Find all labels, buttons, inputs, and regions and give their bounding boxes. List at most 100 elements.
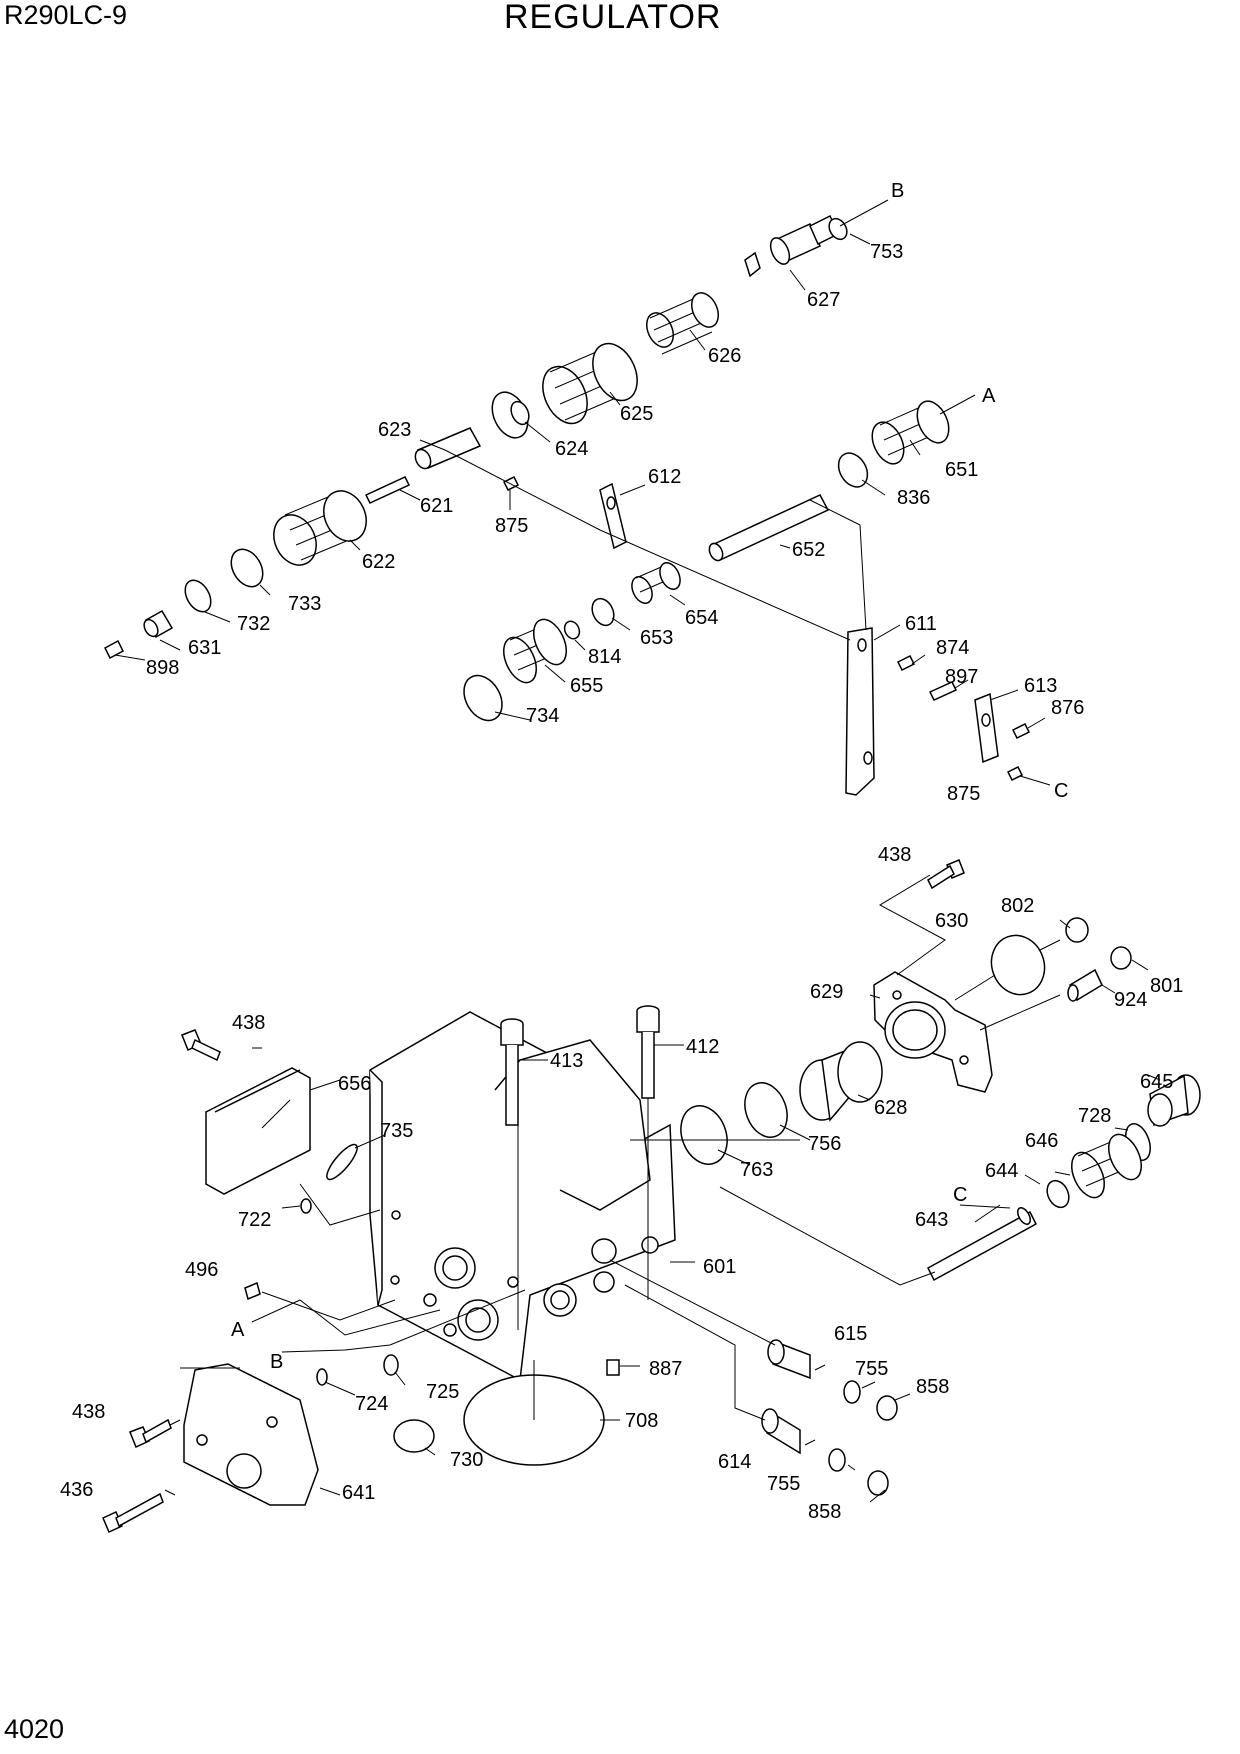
callout-412: 412 — [686, 1036, 719, 1058]
callout-763: 763 — [740, 1159, 773, 1181]
callout-621: 621 — [420, 495, 453, 517]
part-627-plug — [744, 214, 839, 278]
part-722-oring — [300, 1198, 312, 1214]
callout-436: 436 — [60, 1479, 93, 1501]
callout-652: 652 — [792, 539, 825, 561]
callout-629: 629 — [810, 981, 843, 1003]
part-623-pin — [414, 427, 482, 470]
part-626-spring — [645, 292, 720, 355]
callout-625: 625 — [620, 403, 653, 425]
callout-496: 496 — [185, 1259, 218, 1281]
part-611-feedback-lever — [845, 627, 875, 796]
callout-611: 611 — [905, 613, 937, 635]
part-724-oring — [316, 1368, 328, 1386]
callout-836: 836 — [897, 487, 930, 509]
callout-624: 624 — [555, 438, 588, 460]
callout-887: 887 — [649, 1358, 682, 1380]
callout-755-lower: 755 — [767, 1473, 800, 1495]
callout-622: 622 — [362, 551, 395, 573]
callout-725: 725 — [426, 1381, 459, 1403]
part-641-cover — [183, 1363, 319, 1506]
upper-leader-lines — [114, 199, 1051, 786]
callout-623: 623 — [378, 419, 411, 441]
part-613-lever — [974, 692, 999, 764]
callout-814: 814 — [588, 646, 621, 668]
callout-874: 874 — [936, 637, 969, 659]
callout-897: 897 — [945, 666, 978, 688]
part-732-oring — [184, 579, 212, 613]
callout-724: 724 — [355, 1393, 388, 1415]
callout-413: 413 — [550, 1050, 583, 1072]
part-621-screw — [364, 476, 411, 504]
part-438-bolt-lower-left — [129, 1418, 172, 1449]
part-413-bolt — [500, 1018, 524, 1126]
connection-marker-b-lower: B — [270, 1351, 283, 1373]
part-898-pin — [104, 639, 124, 660]
callout-labels: B 753 627 626 625 624 623 621 875 612 62… — [60, 180, 1183, 1523]
callout-646: 646 — [1025, 1130, 1058, 1152]
callout-627: 627 — [807, 289, 840, 311]
callout-734: 734 — [526, 705, 559, 727]
callout-733: 733 — [288, 593, 321, 615]
part-629-casing — [873, 971, 993, 1093]
part-644-spring-seat — [1046, 1179, 1070, 1209]
part-858-snap-ring-upper — [876, 1395, 898, 1421]
part-897-pin — [928, 681, 958, 701]
part-496-plug — [244, 1281, 261, 1301]
callout-651: 651 — [945, 459, 978, 481]
part-876-pin — [1011, 722, 1031, 740]
part-801-nut — [1110, 946, 1132, 970]
callout-732: 732 — [237, 613, 270, 635]
part-836-snap-ring — [837, 452, 869, 488]
part-624-spring-seat — [491, 391, 530, 439]
connection-marker-c: C — [1054, 780, 1068, 802]
part-875-pin-lower — [1006, 765, 1024, 782]
part-755-oring-upper — [843, 1380, 861, 1404]
callout-438-lower-left: 438 — [72, 1401, 105, 1423]
connection-marker-a: A — [982, 385, 996, 407]
part-753-oring — [828, 217, 848, 241]
lower-leader-lines — [164, 874, 1161, 1503]
callout-630: 630 — [935, 910, 968, 932]
part-645-plug — [1147, 1074, 1201, 1127]
callout-626: 626 — [708, 345, 741, 367]
part-614-plug — [761, 1408, 801, 1455]
callout-898: 898 — [146, 657, 179, 679]
callout-645: 645 — [1140, 1071, 1173, 1093]
part-651-sleeve — [871, 400, 950, 465]
part-802-nut — [1065, 917, 1089, 943]
callout-735: 735 — [380, 1120, 413, 1142]
part-887-pin — [606, 1359, 620, 1376]
part-622-sleeve — [273, 490, 367, 566]
callout-628: 628 — [874, 1097, 907, 1119]
diagram-title: REGULATOR — [504, 0, 722, 36]
part-438-bolt-right — [927, 859, 965, 890]
callout-858-upper: 858 — [916, 1376, 949, 1398]
part-763-oring — [680, 1105, 728, 1165]
part-875-pin-upper — [502, 475, 520, 492]
part-412-bolt — [636, 1005, 660, 1099]
part-628-adjust-stem — [799, 1041, 883, 1122]
part-924-set-screw — [1067, 968, 1103, 1002]
part-755-oring-lower — [828, 1448, 846, 1472]
callout-802: 802 — [1001, 895, 1034, 917]
part-630-lock-nut — [990, 934, 1046, 996]
callout-801: 801 — [1150, 975, 1183, 997]
callout-641: 641 — [342, 1482, 375, 1504]
part-654-spring — [631, 562, 681, 604]
page-number: 4020 — [4, 1714, 65, 1744]
part-656-cover — [205, 1067, 311, 1195]
callout-644: 644 — [985, 1160, 1018, 1182]
callout-613: 613 — [1024, 675, 1057, 697]
connection-marker-c-lower: C — [953, 1184, 967, 1206]
part-756-oring — [744, 1082, 788, 1138]
callout-756: 756 — [808, 1133, 841, 1155]
part-625-spring — [542, 342, 638, 425]
callout-615: 615 — [834, 1323, 867, 1345]
part-735-oring — [326, 1143, 358, 1181]
callout-875-lower: 875 — [947, 783, 980, 805]
part-733-oring — [230, 548, 264, 588]
connection-marker-a-lower: A — [231, 1319, 245, 1341]
callout-875-upper: 875 — [495, 515, 528, 537]
model-code: R290LC-9 — [4, 0, 128, 30]
